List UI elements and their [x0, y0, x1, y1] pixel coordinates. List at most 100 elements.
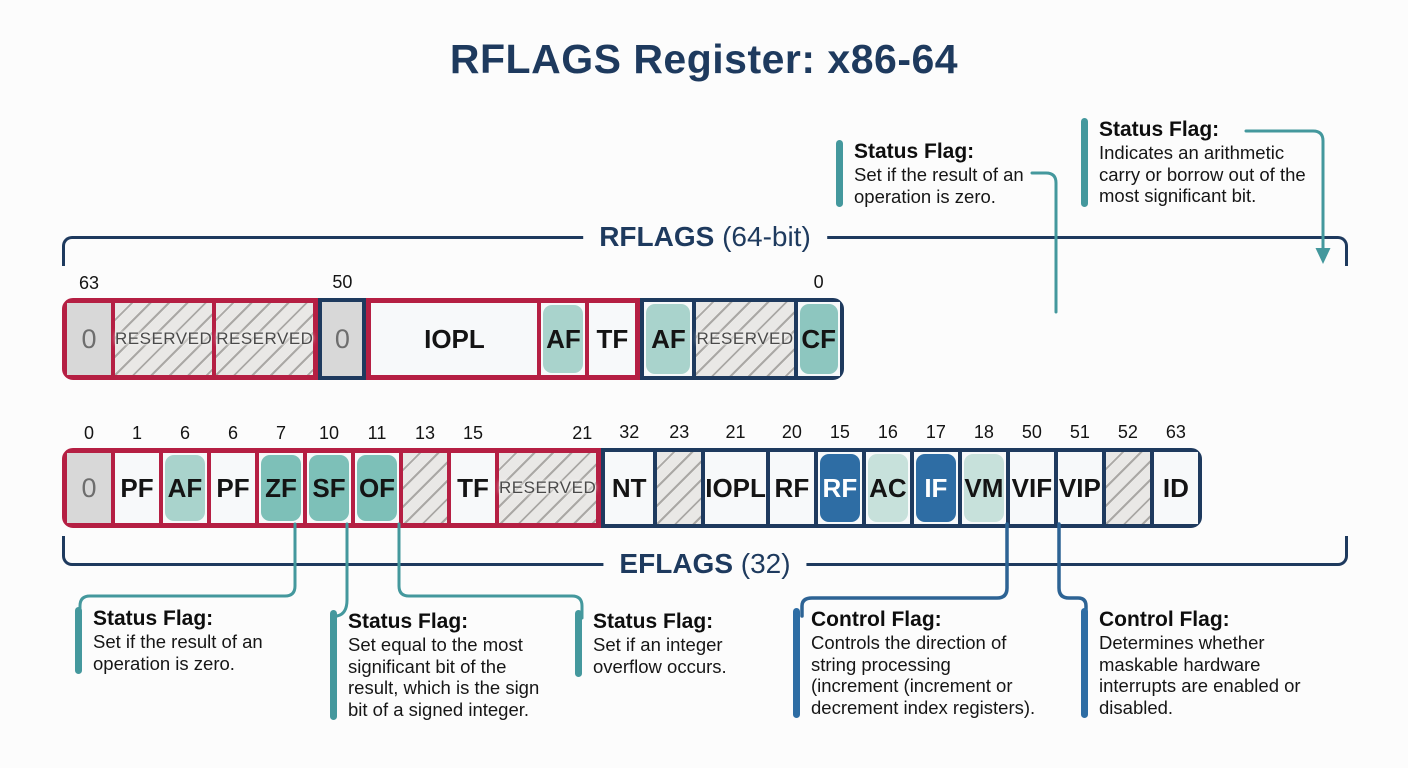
annotation-line: disabled. [1099, 696, 1174, 718]
annotation-heading: Control Flag: [811, 608, 942, 631]
annotation-heading: Status Flag: [854, 140, 975, 163]
register-cell-reserved: RESERVED [692, 302, 794, 376]
bit-number: 6 [227, 423, 239, 443]
flag-chip: VIP [1057, 452, 1102, 524]
bit-number: 23 [669, 422, 690, 442]
flag-chip: AF [646, 304, 691, 374]
bit-number: 18 [973, 422, 994, 442]
annotation-line: (increment (increment or [811, 675, 1013, 696]
flag-chip: CF [799, 304, 838, 374]
register-cell-reserved: RESERVED [111, 303, 213, 375]
annotation-bar [75, 607, 82, 674]
annotation-heading: Status Flag: [1099, 118, 1220, 141]
register-cell-0: 50 0 [322, 272, 363, 376]
bit-number: 52 [1117, 422, 1138, 442]
flag-chip: AF [543, 305, 584, 373]
annotation-line: Set if the result of an [854, 164, 1024, 185]
annotation-bar [1081, 118, 1088, 207]
annotation-line: Indicates an arithmetic [1099, 142, 1285, 163]
annotation-line: overflow occurs. [593, 655, 727, 677]
flag-chip: RESERVED [499, 453, 597, 523]
bit-number: 63 [78, 273, 100, 293]
bit-number: 13 [414, 423, 436, 443]
flag-chip: VM [963, 454, 1004, 522]
bit-number: 21 [725, 422, 746, 442]
bit-number: 15 [462, 423, 484, 443]
flag-chip: IOPL [371, 303, 538, 375]
register-cell-reserved: RESERVED [212, 303, 314, 375]
annotation-line: operation is zero. [854, 185, 996, 207]
annotation-heading: Status Flag: [593, 610, 714, 633]
bit-number: 50 [332, 272, 353, 292]
flag-chip: PF [115, 453, 159, 523]
flag-chip: VIF [1009, 452, 1054, 524]
flag-chip: IF [915, 454, 956, 522]
register-cell-reserved: 23 [653, 422, 702, 524]
page-title: RFLAGS Register: x86-64 [449, 36, 959, 82]
annotation-line: Set equal to the most [348, 634, 523, 655]
bit-number: 32 [619, 422, 640, 442]
flag-chip: 0 [322, 302, 363, 376]
bit-number: 17 [925, 422, 946, 442]
register-cell-reserved: 13 [399, 423, 447, 523]
annotation-line: operation is zero. [93, 652, 235, 674]
rflags-bracket-label: RFLAGS (64-bit) [583, 220, 827, 254]
flag-chip: RF [819, 454, 860, 522]
flag-chip: ZF [261, 455, 301, 521]
annotation-line: carry or borrow out of the [1099, 163, 1306, 185]
bit-number: 51 [1069, 422, 1090, 442]
register-cell-af: AF [537, 303, 586, 375]
flag-chip: IOPL [705, 452, 766, 524]
flag-chip: OF [357, 455, 397, 521]
annotation-bar [330, 610, 337, 720]
flag-chip: SF [309, 455, 349, 521]
annotation-line: interrupts are enabled or [1099, 675, 1301, 696]
flag-chip: ID [1153, 452, 1198, 524]
flag-chip: RESERVED [696, 302, 794, 376]
eflags-bracket-label: EFLAGS (32) [603, 547, 807, 581]
bit-number: 0 [813, 272, 824, 292]
flag-chip: TF [451, 453, 495, 523]
annotation-line: bit of a signed integer. [348, 698, 530, 720]
rflags-bracket: RFLAGS (64-bit) [62, 220, 1348, 266]
register-cell-af: AF [644, 302, 693, 376]
annotation-line: decrement index registers). [811, 696, 1036, 718]
bit-number: 16 [877, 422, 898, 442]
bit-number: 15 [829, 422, 850, 442]
register-section-navy: 50 0 [318, 272, 367, 380]
flag-chip [403, 453, 447, 523]
annotation-line: string processing [811, 653, 951, 675]
bit-number: 20 [781, 422, 802, 442]
bit-number: 1 [131, 423, 143, 443]
annotation-bar [1081, 608, 1088, 718]
eflags-bracket: EFLAGS (32) [62, 536, 1348, 581]
annotation-line: significant bit of the [348, 655, 507, 677]
bit-number: 10 [318, 423, 340, 443]
